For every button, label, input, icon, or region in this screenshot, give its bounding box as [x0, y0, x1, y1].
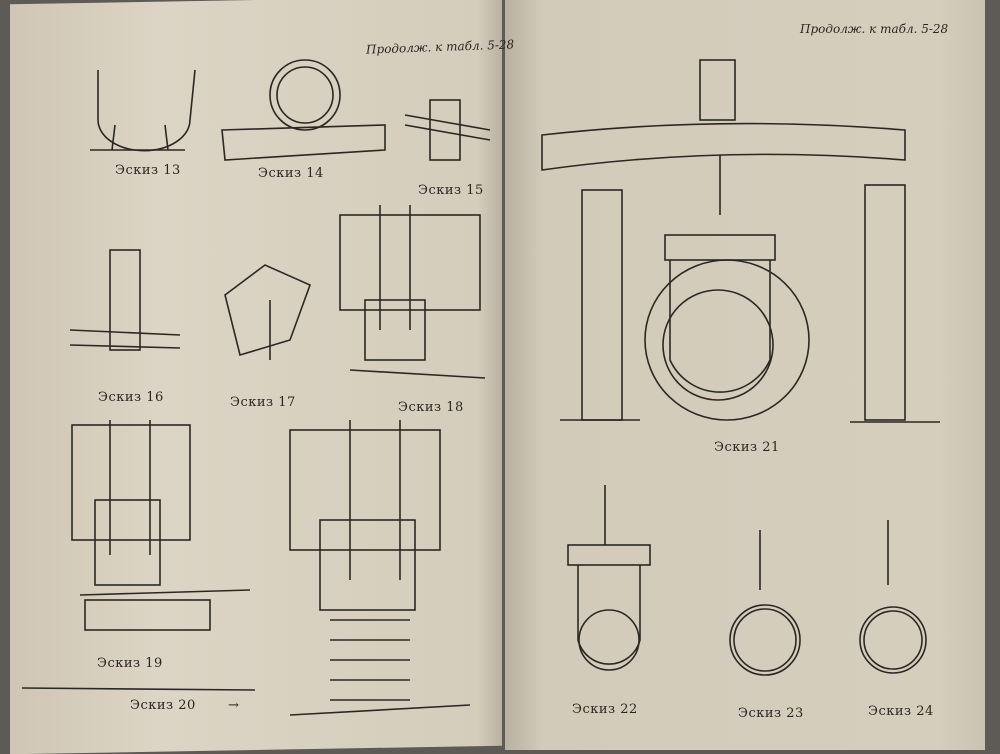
sketch-17-drawing	[224, 264, 312, 360]
sketch-16-drawing	[69, 249, 181, 351]
caption-sketch-17: Эскиз 17	[230, 395, 296, 410]
right-page-header: Продолж. к табл. 5-28	[800, 22, 949, 36]
sketch-21-drawing	[541, 59, 940, 423]
caption-sketch-21: Эскиз 21	[714, 440, 780, 455]
caption-sketch-23: Эскиз 23	[738, 706, 804, 721]
caption-sketch-13: Эскиз 13	[115, 163, 181, 178]
caption-sketch-15: Эскиз 15	[418, 183, 484, 198]
sketch-22-drawing	[567, 485, 651, 671]
sketch-23-drawing	[729, 530, 801, 676]
caption-sketch-24: Эскиз 24	[868, 704, 934, 719]
sketch-18-drawing	[339, 205, 486, 379]
sketch-13-drawing	[90, 69, 196, 152]
sketch-20-drawing	[21, 420, 471, 716]
sketch-15-drawing	[404, 99, 491, 161]
sketch-19-drawing	[71, 420, 251, 631]
caption-sketch-18: Эскиз 18	[398, 400, 464, 415]
caption-sketch-20: Эскиз 20	[130, 698, 196, 713]
arrow-glyph: →	[228, 698, 240, 713]
caption-sketch-14: Эскиз 14	[258, 166, 324, 181]
caption-sketch-22: Эскиз 22	[572, 702, 638, 717]
caption-sketch-19: Эскиз 19	[97, 656, 163, 671]
sketch-24-drawing	[859, 520, 927, 674]
caption-sketch-16: Эскиз 16	[98, 390, 164, 405]
sketch-14-drawing	[221, 59, 386, 161]
